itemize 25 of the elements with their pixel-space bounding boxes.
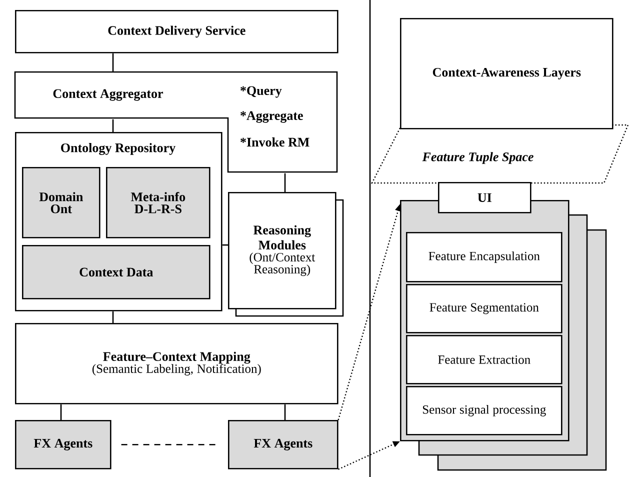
module-stack: Reasoning Modules (Ont/Context Reasoning): [228, 192, 344, 317]
ui-tab: UI: [438, 182, 532, 214]
list-item: *Invoke RM: [240, 137, 310, 147]
service-box: Context Delivery Service: [15, 10, 338, 54]
layer-box: Feature Segmentation: [406, 284, 562, 334]
meta-info-box: Meta-info D-L-R-S: [106, 167, 210, 238]
agent-box: FX Agents: [15, 420, 112, 470]
connector: [121, 444, 218, 446]
layer-box: Feature Encapsulation: [406, 232, 562, 282]
connector: [222, 244, 228, 246]
connector: [60, 404, 62, 420]
layer-box: Context-Awareness Layers: [400, 18, 614, 130]
data-box: Context Data: [22, 245, 210, 300]
layer-box: Feature Extraction: [406, 335, 562, 384]
list-item: *Query: [240, 86, 282, 98]
layer-box: Sensor signal processing: [406, 386, 562, 436]
connector: [112, 119, 114, 132]
list-item: *Aggregate: [240, 111, 303, 123]
connector: [112, 311, 114, 323]
connector: [284, 404, 286, 420]
plane-label: Feature Tuple Space: [422, 152, 534, 164]
mapping-box: Feature–Context Mapping (Semantic Labeling, Notification): [15, 323, 338, 404]
ontology-box: Domain Ont: [22, 167, 100, 238]
agent-box: FX Agents: [228, 420, 338, 470]
connector: [112, 53, 114, 72]
